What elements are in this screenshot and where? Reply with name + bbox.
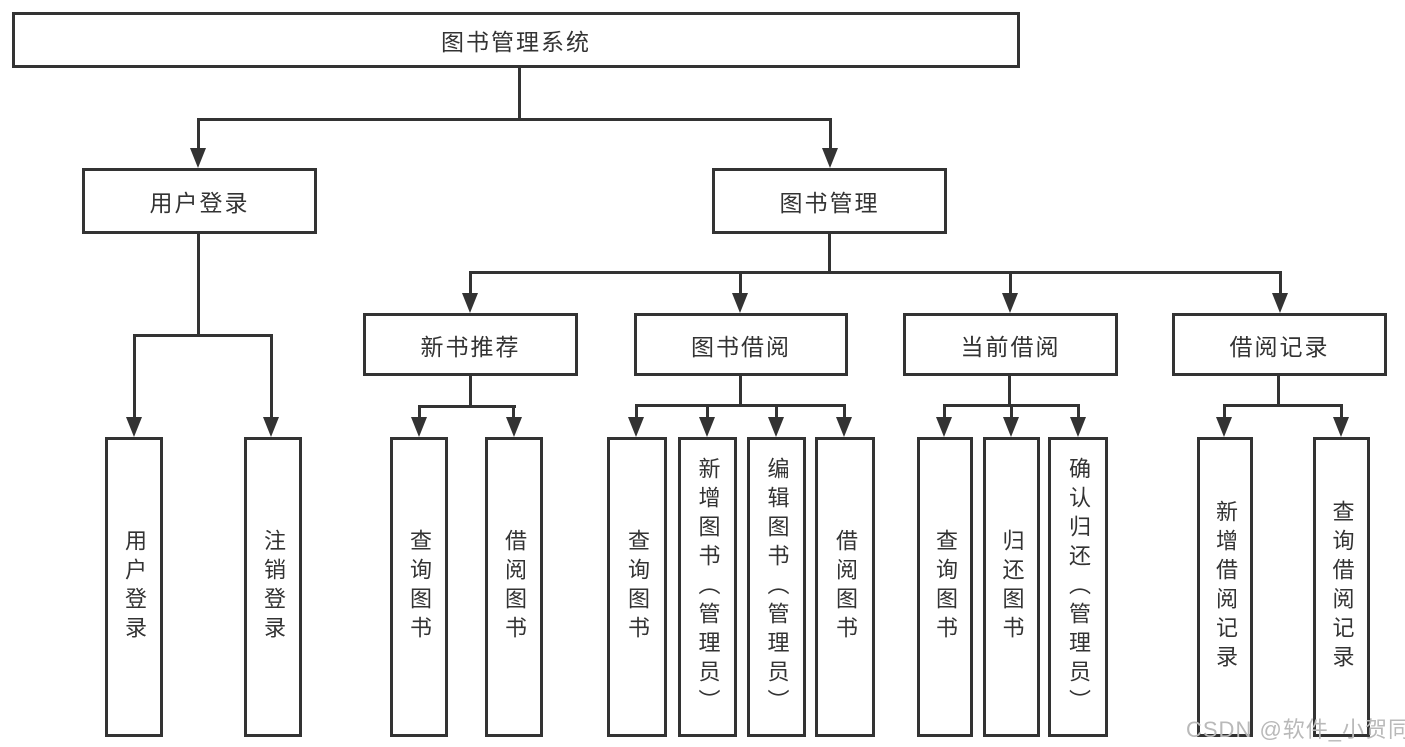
node-label: 图书借阅	[691, 333, 791, 360]
node-label: 新增图书（管理员）	[695, 456, 721, 718]
arrow-down-icon	[836, 417, 852, 437]
node-book-borrowing: 图书借阅	[634, 313, 848, 376]
node-label: 编辑图书（管理员）	[764, 456, 790, 718]
leaf-logout: 注销登录	[244, 437, 302, 737]
node-label: 借阅图书	[502, 529, 527, 645]
connector-line	[739, 376, 742, 407]
node-label: 查询图书	[625, 529, 650, 645]
leaf-borrow-books-recommend: 借阅图书	[485, 437, 543, 737]
arrow-down-icon	[1216, 417, 1232, 437]
node-label: 查询图书	[407, 529, 432, 645]
csdn-watermark: CSDN @软件_小贺同学	[1186, 717, 1405, 742]
arrow-down-icon	[936, 417, 952, 437]
connector-line	[469, 376, 472, 408]
connector-line	[1009, 271, 1012, 296]
leaf-return-books: 归还图书	[983, 437, 1040, 737]
node-label: 新书推荐	[420, 333, 521, 360]
connector-line	[512, 405, 515, 419]
connector-line	[1223, 404, 1343, 407]
connector-line	[635, 404, 846, 407]
connector-line	[469, 271, 1282, 274]
node-label: 查询图书	[933, 529, 958, 645]
connector-line	[133, 334, 273, 337]
node-label: 新增借阅记录	[1213, 500, 1238, 674]
leaf-add-borrow-record: 新增借阅记录	[1197, 437, 1253, 737]
arrow-down-icon	[1002, 293, 1018, 313]
leaf-confirm-return-admin: 确认归还（管理员）	[1048, 437, 1108, 737]
arrow-down-icon	[732, 293, 748, 313]
connector-line	[1010, 404, 1013, 419]
node-label: 图书管理系统	[441, 29, 591, 55]
node-borrowing-records: 借阅记录	[1172, 313, 1387, 376]
arrow-down-icon	[190, 148, 206, 168]
connector-line	[706, 404, 709, 419]
connector-line	[197, 118, 200, 151]
connector-line	[133, 334, 136, 419]
node-current-borrowing: 当前借阅	[903, 313, 1118, 376]
arrow-down-icon	[462, 293, 478, 313]
node-user-login: 用户登录	[82, 168, 317, 234]
arrow-down-icon	[628, 417, 644, 437]
connector-line	[635, 404, 638, 419]
arrow-down-icon	[126, 417, 142, 437]
node-new-book-recommend: 新书推荐	[363, 313, 578, 376]
arrow-down-icon	[506, 417, 522, 437]
node-label: 用户登录	[122, 529, 147, 645]
connector-line	[197, 234, 200, 337]
leaf-user-login: 用户登录	[105, 437, 163, 737]
arrow-down-icon	[699, 417, 715, 437]
arrow-down-icon	[822, 148, 838, 168]
connector-line	[1279, 271, 1282, 296]
node-label: 查询借阅记录	[1329, 500, 1355, 674]
leaf-query-books-current: 查询图书	[917, 437, 973, 737]
arrow-down-icon	[263, 417, 279, 437]
node-label: 归还图书	[999, 529, 1025, 645]
connector-line	[1077, 404, 1080, 419]
arrow-down-icon	[1272, 293, 1288, 313]
node-library-system: 图书管理系统	[12, 12, 1020, 68]
connector-line	[197, 118, 832, 121]
connector-line	[1223, 404, 1226, 419]
node-label: 确认归还（管理员）	[1066, 456, 1091, 718]
arrow-down-icon	[1333, 417, 1349, 437]
node-label: 借阅记录	[1229, 333, 1330, 360]
arrow-down-icon	[1003, 417, 1019, 437]
connector-line	[418, 405, 421, 419]
connector-line	[270, 334, 273, 419]
arrow-down-icon	[411, 417, 427, 437]
leaf-query-books-borrowing: 查询图书	[607, 437, 667, 737]
connector-line	[1277, 376, 1280, 407]
leaf-query-borrow-record: 查询借阅记录	[1313, 437, 1370, 737]
leaf-add-books-admin: 新增图书（管理员）	[678, 437, 737, 737]
connector-line	[829, 118, 832, 151]
arrow-down-icon	[768, 417, 784, 437]
node-label: 注销登录	[261, 529, 286, 645]
node-label: 当前借阅	[960, 333, 1061, 360]
connector-line	[1008, 376, 1011, 407]
connector-line	[518, 67, 521, 119]
node-book-management: 图书管理	[712, 168, 947, 234]
connector-line	[843, 404, 846, 419]
connector-line	[828, 234, 831, 274]
node-label: 借阅图书	[833, 529, 858, 645]
connector-line	[943, 404, 946, 419]
leaf-borrow-books: 借阅图书	[815, 437, 875, 737]
leaf-query-books-recommend: 查询图书	[390, 437, 448, 737]
arrow-down-icon	[1070, 417, 1086, 437]
leaf-edit-books-admin: 编辑图书（管理员）	[747, 437, 806, 737]
node-label: 图书管理	[779, 190, 880, 216]
connector-line	[775, 404, 778, 419]
node-label: 用户登录	[149, 190, 250, 216]
connector-line	[1340, 404, 1343, 419]
connector-line	[418, 405, 516, 408]
connector-line	[739, 271, 742, 296]
connector-line	[469, 271, 472, 296]
